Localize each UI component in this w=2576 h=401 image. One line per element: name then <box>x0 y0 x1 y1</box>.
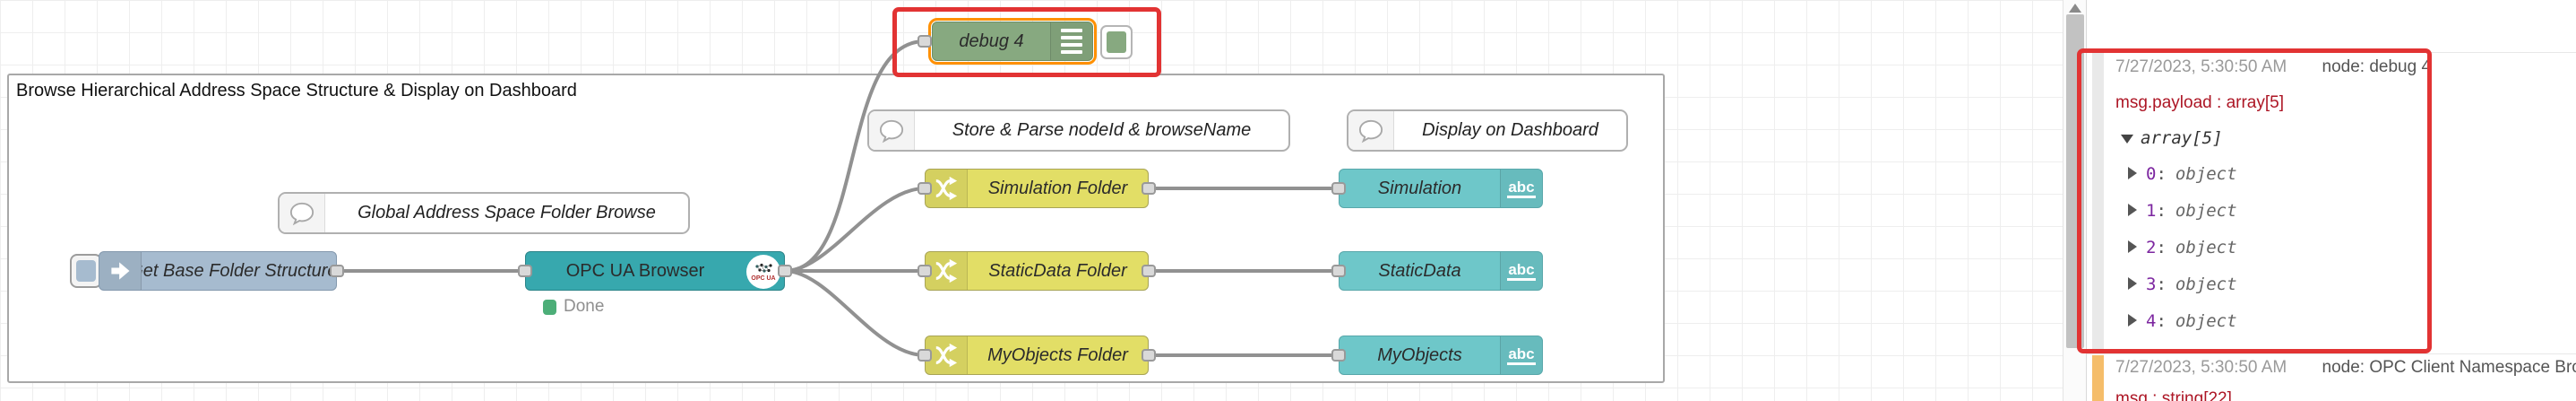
debug-entry-marker <box>2092 355 2104 401</box>
annotation-box-debug-node <box>892 7 1161 77</box>
debug-tree-item[interactable]: 0:object <box>2128 164 2237 185</box>
switch-shuffle-icon <box>935 176 958 201</box>
inject-trigger-button[interactable] <box>70 254 102 288</box>
comment-node-display-dashboard[interactable]: Display on Dashboard <box>1347 109 1628 152</box>
inject-arrow-icon <box>111 262 130 280</box>
status-done-dot <box>543 299 556 315</box>
debug-entry-marker <box>2092 52 2104 353</box>
node-label: Get Base Folder Structure ¹ <box>142 260 336 281</box>
switch-shuffle-icon <box>935 343 958 368</box>
flow-canvas[interactable]: Browse Hierarchical Address Space Struct… <box>0 0 2063 401</box>
switch-node-staticdata[interactable]: StaticData Folder <box>925 251 1149 291</box>
port-switch1-out[interactable] <box>1142 182 1156 195</box>
comment-bubble-icon <box>1358 119 1383 143</box>
comment-node-global-browse[interactable]: Global Address Space Folder Browse <box>278 192 690 234</box>
node-label: StaticData Folder <box>988 260 1127 281</box>
port-browser-in[interactable] <box>518 265 532 277</box>
node-label: Simulation <box>1377 178 1462 198</box>
port-uitext1-in[interactable] <box>1331 182 1346 195</box>
comment-label: Global Address Space Folder Browse <box>358 203 656 222</box>
node-label: OPC UA Browser <box>565 260 705 281</box>
port-switch3-out[interactable] <box>1142 349 1156 362</box>
debug-tree-item[interactable]: 1:object <box>2128 201 2237 222</box>
opcua-browser-node[interactable]: OPC UA Browser OPC UA <box>525 251 785 291</box>
ui-text-node-simulation[interactable]: Simulation abc <box>1339 169 1543 208</box>
node-label: StaticData <box>1378 260 1461 281</box>
wire-layer <box>335 39 1340 357</box>
comment-bubble-icon <box>289 202 314 225</box>
switch-shuffle-icon <box>935 258 958 283</box>
node-label: MyObjects Folder <box>987 344 1128 365</box>
group-label: Browse Hierarchical Address Space Struct… <box>16 81 577 100</box>
node-status: Done <box>543 297 604 317</box>
port-uitext3-in[interactable] <box>1331 349 1346 362</box>
status-done-text: Done <box>564 297 605 316</box>
debug-enable-toggle[interactable] <box>1100 25 1133 59</box>
comment-label: Store & Parse nodeId & browseName <box>952 120 1252 140</box>
wire[interactable] <box>783 269 926 357</box>
debug-timestamp: 7/27/2023, 5:30:50 AM <box>2115 57 2287 76</box>
debug-sidebar: 7/27/2023, 5:30:50 AM node: debug 4 msg.… <box>2086 0 2576 401</box>
abc-text-icon: abc <box>1507 179 1536 198</box>
opcua-icon-text: OPC UA <box>751 275 776 282</box>
port-uitext2-in[interactable] <box>1331 265 1346 277</box>
debug-property: msg.payload : array[5] <box>2115 93 2284 112</box>
port-switch3-in[interactable] <box>918 349 932 362</box>
port-debug-in[interactable] <box>918 35 932 48</box>
debug-tree-item[interactable]: 3:object <box>2128 275 2237 295</box>
switch-node-simulation[interactable]: Simulation Folder <box>925 169 1149 208</box>
entry-separator <box>2087 353 2576 354</box>
debug-entry-header: 7/27/2023, 5:30:50 AM node: OPC Client N… <box>2115 358 2576 378</box>
node-label: debug 4 <box>959 31 1024 51</box>
debug-tree-item[interactable]: 2:object <box>2128 238 2237 258</box>
port-browser-out[interactable] <box>778 265 792 277</box>
debug-node[interactable]: debug 4 <box>928 18 1097 65</box>
switch-node-myobjects[interactable]: MyObjects Folder <box>925 336 1149 375</box>
expand-caret-icon[interactable] <box>2128 314 2137 327</box>
inject-node[interactable]: Get Base Folder Structure ¹ <box>99 251 337 291</box>
debug-tree-root[interactable]: array[5] <box>2121 128 2223 149</box>
ui-text-node-staticdata[interactable]: StaticData abc <box>1339 251 1543 291</box>
debug-property: msg : string[22] <box>2115 389 2232 401</box>
ui-text-node-myobjects[interactable]: MyObjects abc <box>1339 336 1543 375</box>
comment-node-store-parse[interactable]: Store & Parse nodeId & browseName <box>867 109 1290 152</box>
node-label: Simulation Folder <box>987 178 1128 198</box>
port-switch2-in[interactable] <box>918 265 932 277</box>
debug-entry-header: 7/27/2023, 5:30:50 AM node: debug 4 <box>2115 57 2431 77</box>
expand-caret-icon[interactable] <box>2128 277 2137 290</box>
port-switch1-in[interactable] <box>918 182 932 195</box>
scroll-up-arrow-icon[interactable] <box>2069 4 2081 13</box>
port-switch2-out[interactable] <box>1142 265 1156 277</box>
debug-timestamp: 7/27/2023, 5:30:50 AM <box>2115 358 2287 377</box>
debug-list-icon <box>1061 29 1082 54</box>
abc-text-icon: abc <box>1507 261 1536 281</box>
debug-source-node: node: OPC Client Namespace Brow <box>2322 358 2576 377</box>
debug-tree-item[interactable]: 4:object <box>2128 311 2237 332</box>
collapse-caret-icon[interactable] <box>2121 135 2133 144</box>
opcua-logo-icon: OPC UA <box>746 255 780 289</box>
expand-caret-icon[interactable] <box>2128 240 2137 253</box>
comment-bubble-icon <box>879 119 904 143</box>
debug-source-node: node: debug 4 <box>2322 57 2432 76</box>
comment-label: Display on Dashboard <box>1422 120 1598 140</box>
wire[interactable] <box>783 187 926 273</box>
expand-caret-icon[interactable] <box>2128 204 2137 216</box>
expand-caret-icon[interactable] <box>2128 167 2137 179</box>
port-inject-out[interactable] <box>330 265 344 277</box>
annotation-box-debug-output <box>2077 48 2432 353</box>
abc-text-icon: abc <box>1507 345 1536 365</box>
node-label: MyObjects <box>1377 344 1462 365</box>
